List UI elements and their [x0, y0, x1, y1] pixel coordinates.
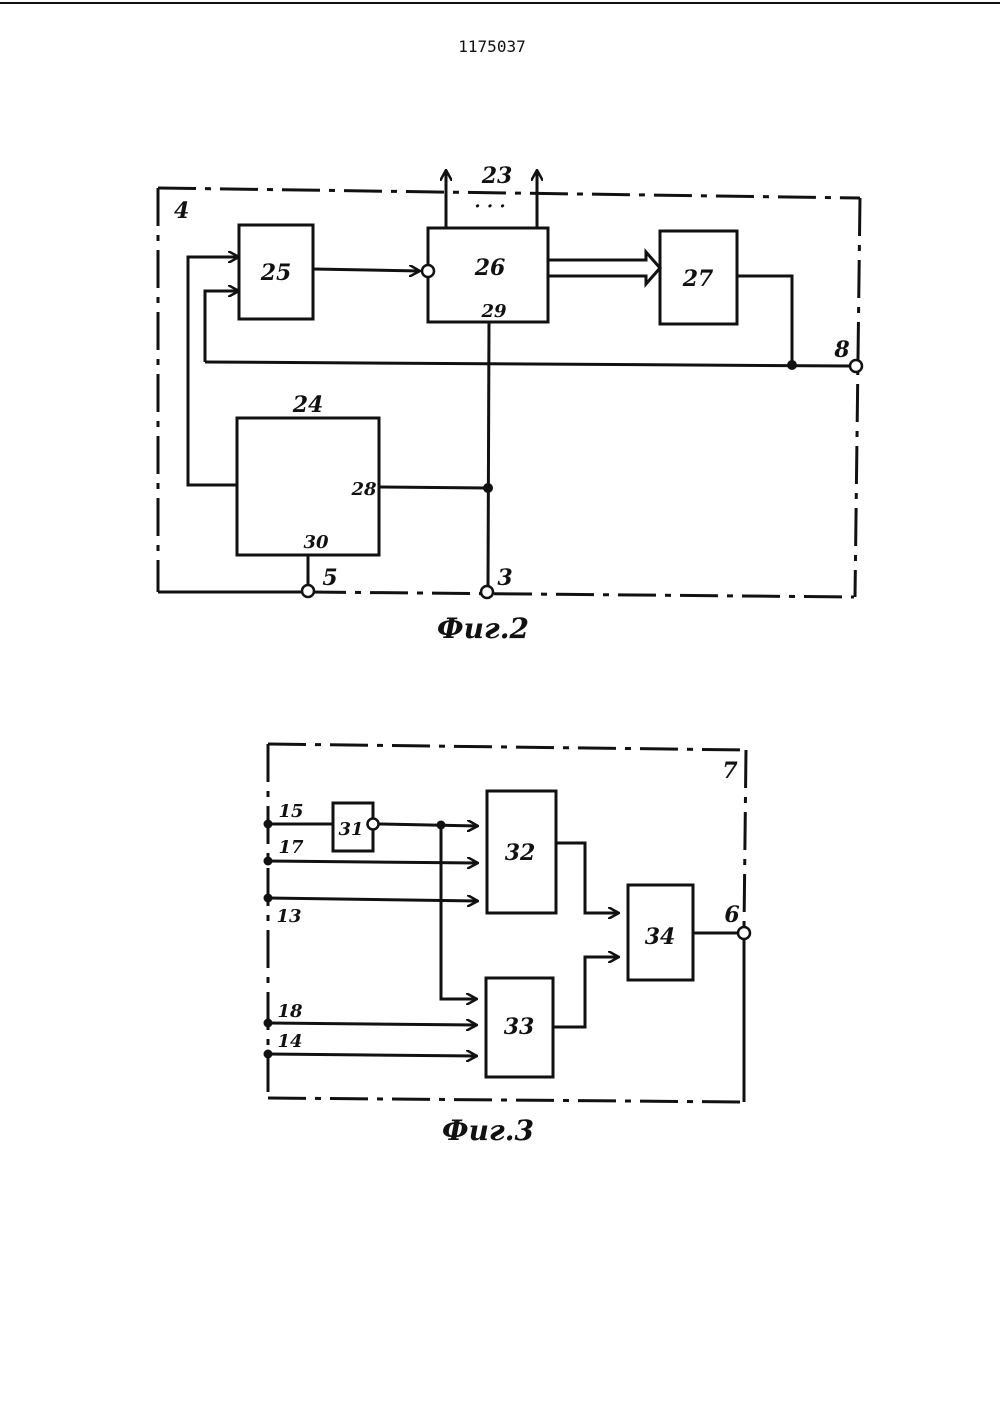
fig2-frame-right: [855, 198, 860, 597]
terminal-5: [302, 585, 314, 597]
block-24-label: 24: [292, 392, 324, 418]
wire-input-17: [268, 861, 478, 863]
block-31-label: 31: [338, 819, 363, 840]
node-input-17: [264, 857, 273, 866]
wire-29-to-3: [488, 322, 489, 586]
node-input-14: [264, 1050, 273, 1059]
node-27-out: [787, 360, 797, 370]
wire-feedback-to-25: [205, 291, 239, 362]
outputs-ellipsis: · · ·: [474, 196, 505, 217]
input-15-label: 15: [278, 801, 303, 822]
terminal-8-label: 8: [833, 337, 849, 363]
page-number: 1175037: [458, 37, 525, 56]
block-34-label: 34: [645, 924, 676, 950]
pin-30-label: 30: [303, 532, 329, 553]
pin-29-label: 29: [480, 301, 507, 322]
node-input-13: [264, 894, 273, 903]
figure-2: 4 25 26 29 27 24 28 30 23 · · · 8: [158, 163, 862, 645]
block-26-label: 26: [474, 255, 506, 281]
input-14-label: 14: [277, 1031, 302, 1052]
block-32-label: 32: [505, 840, 536, 866]
wire-input-14: [268, 1054, 477, 1056]
input-18-label: 18: [277, 1001, 303, 1022]
fig2-frame-label: 4: [174, 198, 189, 224]
figure-3: 7 31 32 33 34 15 17 13 18: [264, 744, 751, 1147]
fig3-frame-right-upper: [744, 750, 746, 928]
wire-25-to-26: [313, 269, 420, 271]
bus-arrow-26-to-27: [548, 252, 660, 284]
fig2-caption: Фиг.2: [437, 612, 529, 645]
fig2-frame-top: [158, 188, 860, 198]
block-25-label: 25: [260, 260, 292, 286]
terminal-3: [481, 586, 493, 598]
wire-input-18: [268, 1023, 477, 1025]
block-27-label: 27: [682, 266, 714, 292]
wire-feedback-bus: [205, 362, 850, 366]
wire-32-to-34: [556, 843, 619, 913]
terminal-6-label: 6: [724, 902, 739, 928]
block-33-label: 33: [504, 1014, 535, 1040]
node-28: [483, 483, 493, 493]
terminal-3-label: 3: [497, 565, 512, 591]
input-17-label: 17: [278, 837, 304, 858]
fig3-caption: Фиг.3: [442, 1114, 534, 1147]
wire-27-out: [737, 276, 792, 365]
wire-input-13: [268, 898, 478, 901]
inverted-input-26: [422, 265, 434, 277]
input-13-label: 13: [276, 906, 301, 927]
pin-28-label: 28: [350, 479, 377, 500]
fig3-frame-label: 7: [722, 758, 738, 784]
terminal-6: [738, 927, 750, 939]
fig2-frame-bottom: [308, 592, 854, 597]
wire-31-to-33: [441, 825, 477, 999]
inverted-output-31: [368, 819, 379, 830]
outputs-23-label: 23: [481, 163, 513, 189]
terminal-5-label: 5: [322, 565, 337, 591]
wire-33-to-34: [553, 957, 619, 1027]
terminal-8: [850, 360, 862, 372]
wire-28: [379, 487, 488, 488]
node-input-18: [264, 1019, 273, 1028]
wire-31-to-32: [379, 824, 478, 826]
fig3-frame-top: [268, 744, 746, 750]
node-input-15: [264, 820, 273, 829]
fig3-frame-bottom: [268, 1098, 744, 1102]
